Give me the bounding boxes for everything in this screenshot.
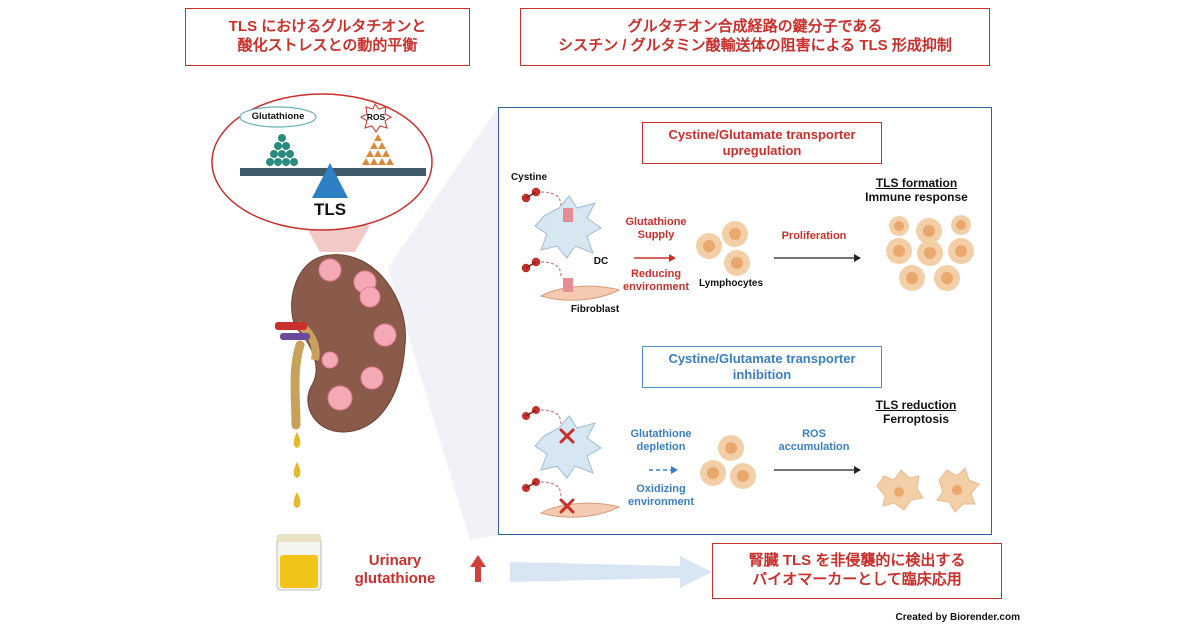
title-box-inhibition: グルタチオン合成経路の鍵分子である シスチン / グルタミン酸輸送体の阻害による… <box>520 8 990 66</box>
title-line-1: TLS におけるグルタチオンと <box>228 18 427 36</box>
kidney-icon <box>275 254 406 433</box>
ros-burst-icon <box>360 103 392 133</box>
tls-reduction-label: TLS reduction Ferroptosis <box>875 398 957 427</box>
ros-pyramid-icon <box>362 134 394 165</box>
urine-cup-icon <box>276 534 322 591</box>
balance-pivot <box>312 163 348 198</box>
urinary-glutathione-label: Urinary glutathione <box>354 552 436 587</box>
lymphocytes-label: Lymphocytes <box>698 278 764 289</box>
ros-accumulation-label: ROS accumulation <box>778 428 850 454</box>
fibroblast-label: Fibroblast <box>570 304 620 315</box>
ferroptotic-cells-icon <box>876 467 980 513</box>
urine-drops-icon <box>293 432 301 508</box>
clinical-application-box: 腎臓 TLS を非侵襲的に検出する バイオマーカーとして臨床応用 <box>712 543 1002 599</box>
dc-cell-icon <box>534 195 602 259</box>
credit-text: Created by Biorender.com <box>895 612 1020 623</box>
title-line-2: シスチン / グルタミン酸輸送体の阻害による TLS 形成抑制 <box>558 37 952 54</box>
cystine-icon <box>521 187 541 273</box>
panel-graphics <box>521 187 980 518</box>
tls-formation-label: TLS formation Immune response <box>865 176 968 205</box>
title-line-1: グルタチオン合成経路の鍵分子である <box>627 18 883 36</box>
mechanism-panel: Cystine/Glutamate transporter upregulati… <box>498 107 992 535</box>
inhibition-title-box: Cystine/Glutamate transporter inhibition <box>642 346 882 388</box>
ros-label: ROS <box>366 112 386 122</box>
tls-cluster-icon <box>886 215 974 291</box>
lymphocyte-cells-icon <box>696 221 750 276</box>
fibroblast-icon <box>539 285 621 301</box>
glutathione-supply-label: Glutathione Supply <box>625 216 687 242</box>
title-box-balance: TLS におけるグルタチオンと 酸化ストレスとの動的平衡 <box>185 8 470 66</box>
cystine-label: Cystine <box>510 172 548 183</box>
glutathione-depletion-label: Glutathione depletion <box>630 428 692 454</box>
dc-label: DC <box>593 256 609 267</box>
title-line-2: 酸化ストレスとの動的平衡 <box>237 37 418 54</box>
oxidizing-environment-label: Oxidizing environment <box>627 483 694 509</box>
clinical-arrow-icon <box>510 556 712 588</box>
blocked-transporter-icon <box>559 428 575 514</box>
upregulation-title-box: Cystine/Glutamate transporter upregulati… <box>642 122 882 164</box>
glutathione-pyramid-icon <box>266 134 298 166</box>
glutathione-label: Glutathione <box>251 111 305 122</box>
reducing-environment-label: Reducing environment <box>622 268 689 294</box>
proliferation-label: Proliferation <box>781 230 847 242</box>
increase-arrow-icon <box>470 555 486 582</box>
tls-pivot-label: TLS <box>313 200 347 219</box>
